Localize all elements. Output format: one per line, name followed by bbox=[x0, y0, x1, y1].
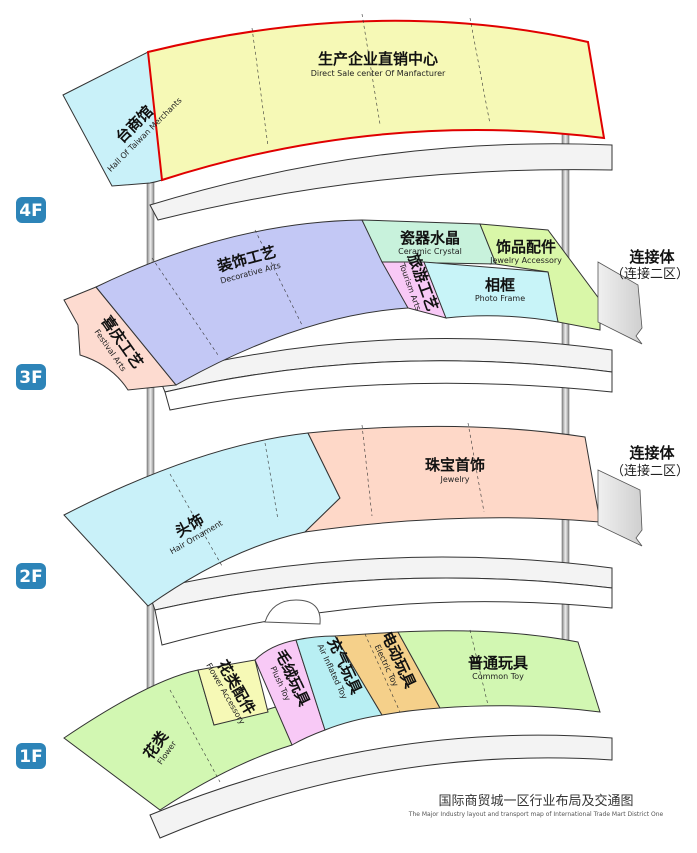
zone-dividers-2f bbox=[169, 422, 485, 567]
badge-2f-shape bbox=[16, 563, 46, 589]
zone-direct-sale[interactable] bbox=[146, 19, 606, 182]
connector-wing-3f bbox=[597, 261, 643, 345]
badge-2f-label: 2F bbox=[19, 567, 42, 587]
zone-festival[interactable] bbox=[63, 286, 177, 391]
zone-dividers-4f bbox=[251, 13, 491, 147]
map-caption: 国际商贸城一区行业布局及交通图 The Major Industry layou… bbox=[408, 793, 664, 818]
connector-label-2f: 连接体 （连接二区） bbox=[611, 444, 689, 479]
label-common-cn: 普通玩具 bbox=[468, 654, 528, 672]
badge-4f-shape bbox=[16, 197, 46, 223]
zone-jewelry-acc[interactable] bbox=[479, 223, 601, 331]
badge-2f[interactable]: 2F bbox=[16, 563, 46, 589]
label-direct-sale-en: Direct Sale center Of Manfacturer bbox=[311, 69, 446, 78]
connector-wing-2f bbox=[597, 469, 643, 547]
badge-3f-label: 3F bbox=[19, 368, 42, 388]
floor-3f bbox=[63, 219, 613, 411]
label-direct-sale-cn: 生产企业直销中心 bbox=[318, 50, 438, 68]
label-common-en: Common Toy bbox=[472, 672, 524, 681]
entrance-dome bbox=[264, 599, 321, 625]
floor-4f-balcony bbox=[149, 143, 613, 221]
floor-4f bbox=[62, 13, 613, 221]
connector-wings bbox=[597, 261, 643, 547]
floor-2f bbox=[63, 422, 613, 646]
connector-title-3f: 连接体 bbox=[629, 248, 675, 266]
label-jewelry-acc-en: Jewelry Accessory bbox=[489, 256, 562, 265]
zone-photo[interactable] bbox=[423, 261, 559, 323]
badge-1f-label: 1F bbox=[19, 747, 42, 767]
badge-4f-label: 4F bbox=[19, 201, 42, 221]
label-photo-cn: 相框 bbox=[485, 276, 515, 294]
label-ceramic-cn: 瓷器水晶 bbox=[400, 229, 460, 247]
badge-3f[interactable]: 3F bbox=[16, 364, 46, 390]
floor-3f-balcony-inner bbox=[164, 360, 613, 411]
zone-flower-acc[interactable] bbox=[197, 659, 269, 726]
zone-dividers-1f bbox=[169, 629, 489, 783]
label-jewelry-en: Jewelry bbox=[440, 475, 470, 484]
floor-1f bbox=[63, 599, 613, 839]
connector-subtitle-2f: （连接二区） bbox=[611, 463, 689, 479]
label-ceramic-en: Ceramic Crystal bbox=[398, 247, 462, 256]
connector-subtitle-3f: （连接二区） bbox=[611, 266, 689, 282]
badge-3f-shape bbox=[16, 364, 46, 390]
label-jewelry-cn: 珠宝首饰 bbox=[425, 456, 485, 474]
badge-1f[interactable]: 1F bbox=[16, 743, 46, 769]
caption-cn: 国际商贸城一区行业布局及交通图 bbox=[438, 793, 633, 809]
label-jewelry-acc-cn: 饰品配件 bbox=[496, 238, 556, 256]
zone-dividers-3f bbox=[151, 229, 303, 356]
floor-badges: 4F 3F 2F 1F bbox=[16, 197, 46, 769]
zone-common[interactable] bbox=[397, 630, 601, 713]
badge-4f[interactable]: 4F bbox=[16, 197, 46, 223]
badge-1f-shape bbox=[16, 743, 46, 769]
floor-1f-balcony bbox=[149, 734, 613, 839]
connector-title-2f: 连接体 bbox=[629, 444, 675, 462]
label-photo-en: Photo Frame bbox=[475, 294, 525, 303]
caption-en: The Major Industry layout and transport … bbox=[408, 811, 664, 818]
connector-label-3f: 连接体 （连接二区） bbox=[611, 248, 689, 282]
